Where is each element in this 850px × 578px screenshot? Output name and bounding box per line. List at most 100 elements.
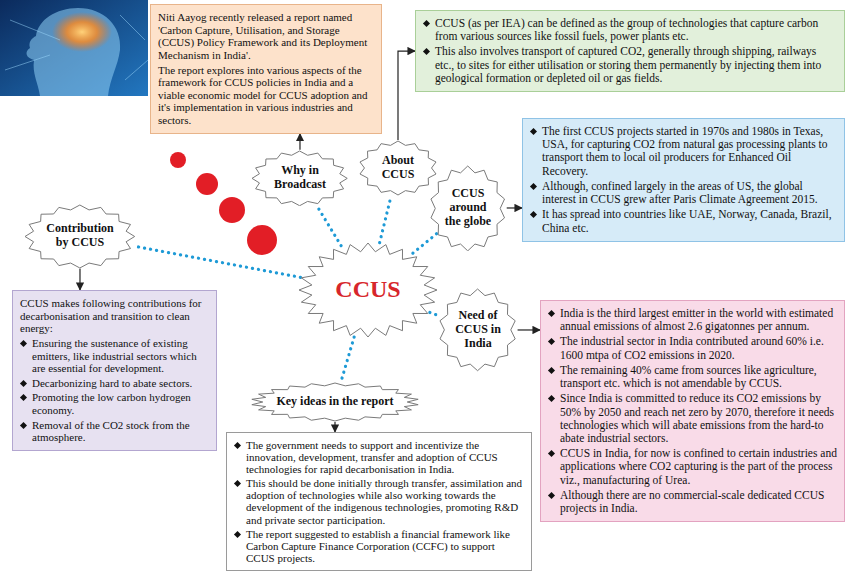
bullet-diamond (548, 395, 555, 402)
bullet-text: Ensuring the sustenance of existing emit… (32, 337, 209, 375)
burst-label: About CCUS (377, 154, 419, 182)
bullet-text: Promoting the low carbon hydrogen econom… (32, 391, 209, 416)
text-row: The report suggested to establish a fina… (234, 528, 524, 564)
text-row: India is the third largest emitter in th… (548, 307, 837, 333)
burst-label: Why in Broadcast (269, 164, 331, 192)
dotted-connector (341, 337, 354, 382)
topic-burst: Why in Broadcast (251, 150, 348, 207)
text-row: CCUS (as per IEA) can be defined as the … (423, 17, 837, 43)
arrow-connector (518, 329, 540, 330)
bullet-diamond (548, 450, 555, 457)
text-row: Since India is committed to reduce its C… (548, 392, 837, 445)
bullet-diamond (548, 367, 555, 374)
text-row: Niti Aayog recently released a report na… (158, 11, 374, 62)
burst-text: Key ideas in the report (276, 395, 393, 409)
burst-label: Contribution by CCUS (42, 222, 118, 250)
bullet-diamond (548, 492, 555, 499)
central-burst: CCUS (298, 242, 438, 338)
bullet-diamond (530, 183, 537, 190)
text-row: Decarbonizing hard to abate sectors. (20, 377, 209, 390)
text-row: Ensuring the sustenance of existing emit… (20, 337, 209, 375)
red-dot (196, 173, 218, 195)
burst-text: Need of CCUS in India (453, 309, 503, 350)
topic-burst: About CCUS (358, 140, 438, 196)
contribution-box: CCUS makes following contributions for d… (12, 290, 217, 451)
burst-label: CCUS (335, 276, 400, 304)
bullet-diamond (20, 340, 27, 347)
burst-text: CCUS (335, 276, 400, 304)
bullet-diamond (423, 20, 430, 27)
head-panel (0, 0, 148, 96)
paragraph-text: Niti Aayog recently released a report na… (158, 11, 374, 62)
bullet-diamond (548, 338, 555, 345)
bullet-diamond (530, 128, 537, 135)
starburst-shape (440, 289, 515, 371)
text-row: The industrial sector in India contribut… (548, 335, 837, 361)
text-row: This should be done initially through tr… (234, 477, 524, 525)
bullet-text: CCUS (as per IEA) can be defined as the … (435, 17, 837, 43)
key-ideas-box: The government needs to support and ince… (226, 432, 532, 571)
arrow-connector (79, 268, 80, 290)
text-row: CCUS in India, for now is confined to ce… (548, 447, 837, 487)
bullet-text: Since India is committed to reduce its C… (560, 392, 837, 445)
bullet-diamond (548, 310, 555, 317)
text-row: Although, confined largely in the areas … (530, 180, 837, 206)
arrow-connector (334, 422, 335, 432)
dotted-connector (316, 205, 341, 246)
need-box: India is the third largest emitter in th… (540, 300, 845, 522)
bullet-text: The first CCUS projects started in 1970s… (542, 125, 837, 178)
burst-label: Need of CCUS in India (453, 309, 503, 350)
bullet-diamond (234, 442, 241, 449)
bullet-text: Decarbonizing hard to abate sectors. (32, 377, 209, 390)
definition-box: CCUS (as per IEA) can be defined as the … (415, 10, 845, 92)
starburst-shape (252, 151, 347, 206)
text-row: The report explores into various aspects… (158, 64, 374, 127)
burst-text: About CCUS (377, 154, 419, 182)
bullet-diamond (530, 211, 537, 218)
paragraph-text: The report explores into various aspects… (158, 64, 374, 127)
text-row: CCUS makes following contributions for d… (20, 297, 209, 335)
bullet-diamond (20, 394, 27, 401)
red-dot (170, 152, 186, 168)
starburst-shape (360, 141, 436, 195)
dotted-connector (430, 312, 441, 316)
bullet-diamond (423, 48, 430, 55)
arrow-connector (299, 134, 300, 150)
bullet-text: The industrial sector in India contribut… (560, 335, 837, 361)
starburst-shape (252, 383, 418, 421)
text-row: Although there are no commercial-scale d… (548, 489, 837, 515)
light-streaks (5, 15, 148, 80)
starburst-shape (299, 243, 437, 337)
arrow-connector (398, 51, 415, 140)
burst-text: Why in Broadcast (269, 164, 331, 192)
bullet-text: This should be done initially through tr… (246, 477, 524, 525)
bullet-text: Although, confined largely in the areas … (542, 180, 837, 206)
arrow-connector (507, 207, 522, 208)
burst-label: CCUS around the globe (443, 187, 493, 228)
bullet-diamond (20, 422, 27, 429)
text-row: The first CCUS projects started in 1970s… (530, 125, 837, 178)
bullet-text: CCUS in India, for now is confined to ce… (560, 447, 837, 487)
burst-text: CCUS around the globe (443, 187, 493, 228)
burst-text: Contribution by CCUS (42, 222, 118, 250)
bullet-text: Although there are no commercial-scale d… (560, 489, 837, 515)
bullet-text: India is the third largest emitter in th… (560, 307, 837, 333)
topic-burst: Contribution by CCUS (24, 204, 136, 269)
text-row: The remaining 40% came from sources like… (548, 364, 837, 390)
text-row: Removal of the CO2 stock from the atmosp… (20, 419, 209, 444)
starburst-shape (431, 166, 505, 251)
dotted-connector (133, 246, 300, 277)
dotted-connector (413, 234, 437, 254)
brain-glow (52, 12, 112, 52)
bullet-text: The remaining 40% came from sources like… (560, 364, 837, 390)
bullet-text: The government needs to support and ince… (246, 439, 524, 475)
paragraph-text: CCUS makes following contributions for d… (20, 297, 209, 335)
bullet-text: It has spread into countries like UAE, N… (542, 208, 837, 234)
topic-burst: CCUS around the globe (429, 165, 506, 252)
burst-label: Key ideas in the report (276, 395, 393, 409)
bullet-diamond (20, 380, 27, 387)
text-row: It has spread into countries like UAE, N… (530, 208, 837, 234)
global-box: The first CCUS projects started in 1970s… (522, 118, 845, 242)
text-row: The government needs to support and ince… (234, 439, 524, 475)
